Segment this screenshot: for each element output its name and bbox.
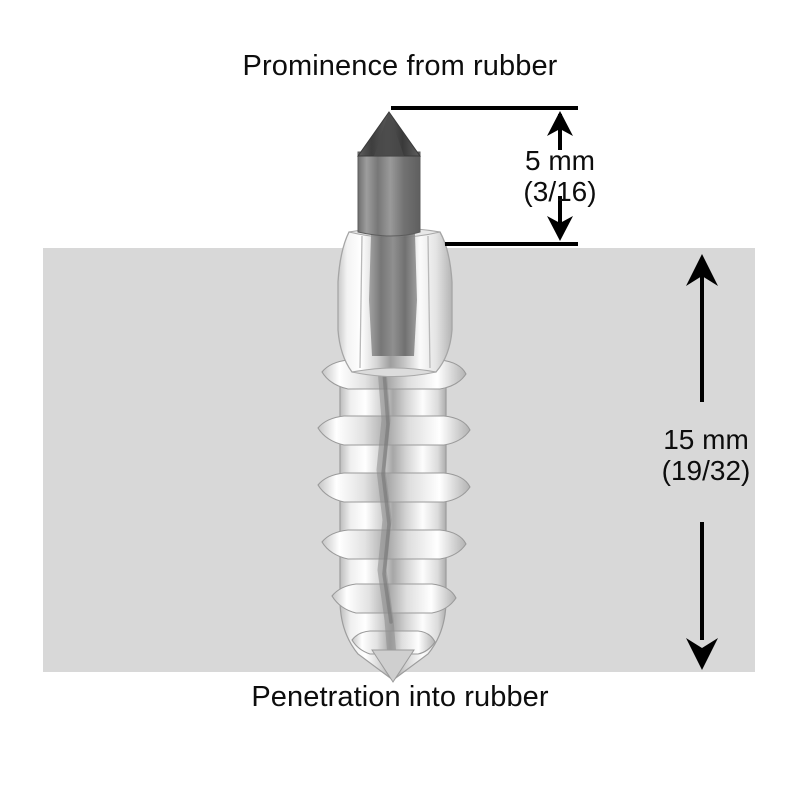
stud-carbide-tip [357, 111, 421, 157]
penetration-arrow-up [686, 254, 718, 402]
penetration-value-metric: 15 mm [663, 424, 749, 455]
prominence-arrow-down [547, 196, 573, 241]
penetration-dimension-label: 15 mm (19/32) [636, 424, 776, 487]
penetration-value-imperial: (19/32) [661, 455, 751, 487]
stud-threaded-shank [317, 359, 471, 683]
stud-collar-flange [337, 227, 453, 377]
prominence-title: Prominence from rubber [242, 50, 558, 82]
prominence-value-imperial: (3/16) [523, 176, 597, 208]
tire-stud [317, 111, 471, 683]
prominence-arrow-up [547, 111, 573, 150]
prominence-dimension-label: 5 mm (3/16) [493, 145, 627, 208]
stud-carbide-body [357, 151, 421, 237]
annotation-layer [391, 106, 718, 670]
penetration-title: Penetration into rubber [251, 681, 549, 713]
prominence-value-metric: 5 mm [525, 145, 595, 176]
penetration-arrow-down [686, 522, 718, 670]
